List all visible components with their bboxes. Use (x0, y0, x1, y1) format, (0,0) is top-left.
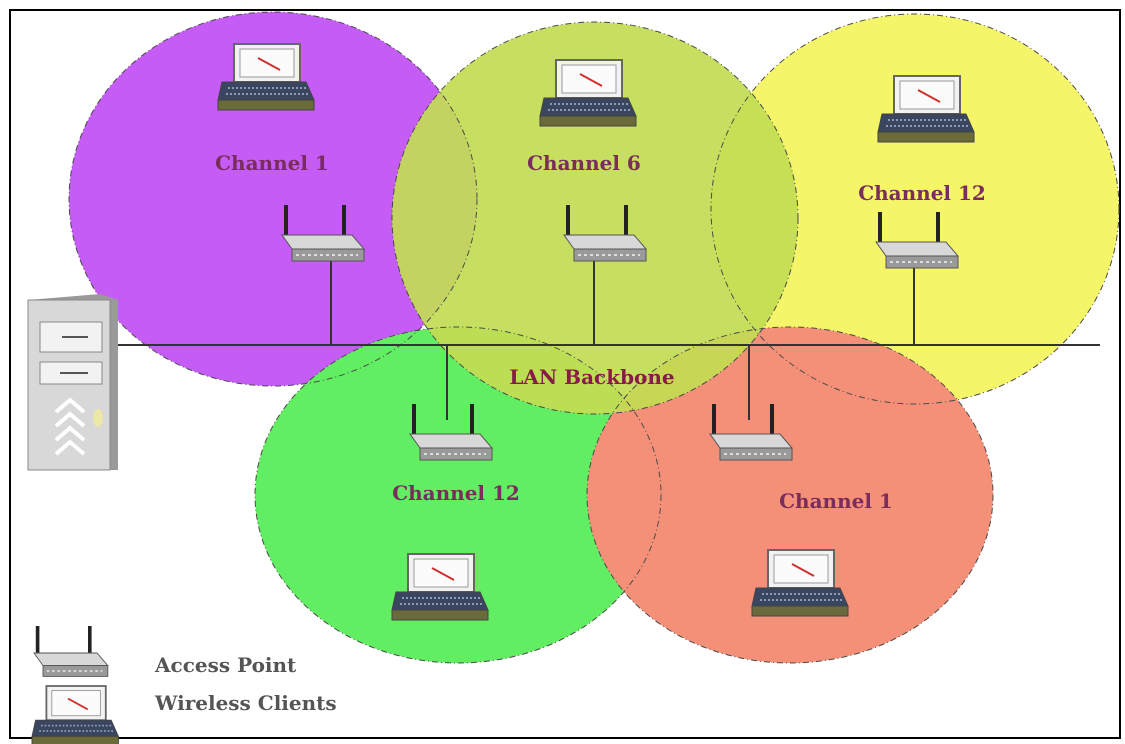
overlap-outlines (68, 11, 1120, 664)
server-tower-icon (27, 294, 118, 471)
legend-wireless-clients-label: Wireless Clients (154, 691, 337, 715)
coverage-cells (69, 12, 1119, 663)
cell-label: Channel 12 (858, 181, 986, 205)
frame-border (9, 9, 1121, 739)
cell-salmon (587, 327, 993, 663)
legend-access-point-icon (33, 625, 109, 678)
cell-green (255, 327, 661, 663)
cell-olive (392, 22, 798, 414)
legend-laptop-icon (31, 685, 120, 744)
cell-yellow (711, 14, 1119, 404)
cell-label: Channel 1 (779, 489, 893, 513)
cell-label: Channel 6 (527, 151, 641, 175)
ap-drop-lines (330, 258, 915, 420)
legend-access-point-label: Access Point (154, 653, 297, 677)
cell-purple (69, 12, 477, 386)
cell-label: Channel 12 (392, 481, 520, 505)
legend: Access Point Wireless Clients (31, 625, 337, 744)
lan-backbone-label: LAN Backbone (509, 365, 674, 389)
cell-label: Channel 1 (215, 151, 329, 175)
